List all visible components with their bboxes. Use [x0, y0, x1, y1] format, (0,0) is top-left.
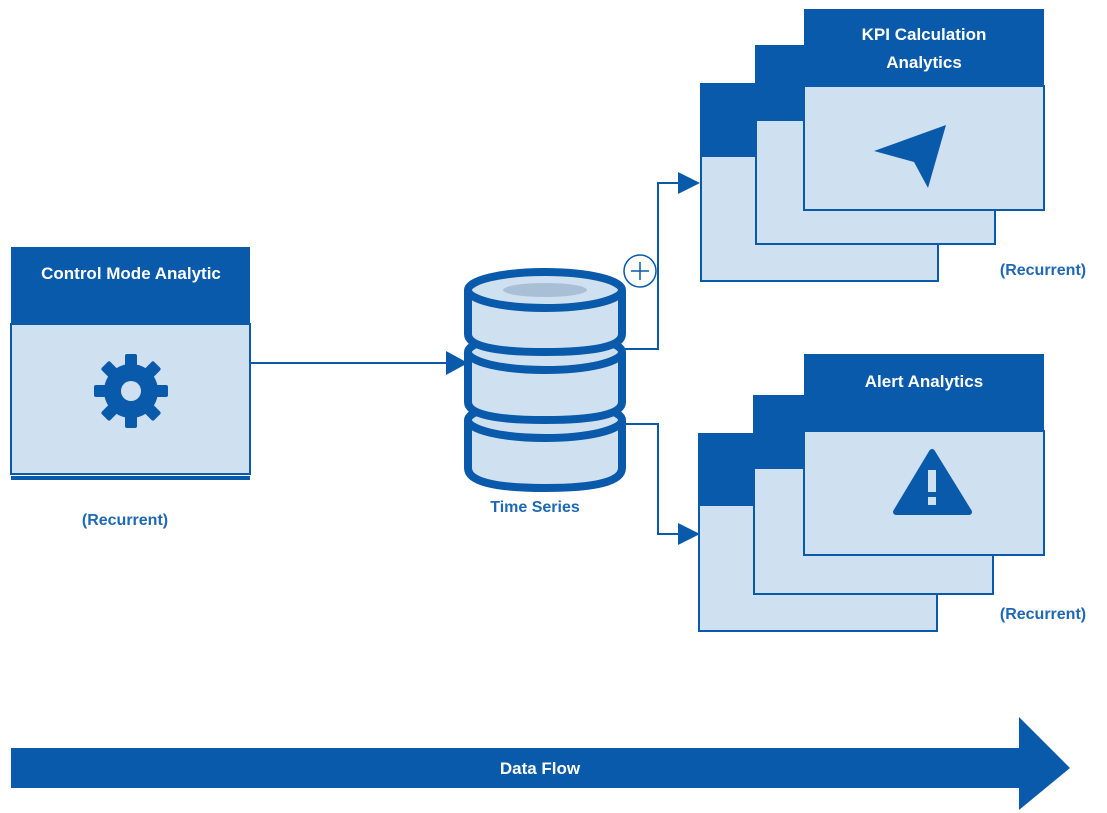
- alert-node-title: Alert Analytics: [865, 372, 983, 391]
- control-node-recurrent-note: (Recurrent): [82, 512, 168, 529]
- time-series-database: Time Series: [464, 268, 626, 516]
- arrowhead: [678, 172, 700, 194]
- kpi-node-title-line1: KPI Calculation: [862, 25, 987, 44]
- control-mode-analytic-node: Control Mode Analytic (Recurrent): [10, 247, 251, 529]
- warning-icon: [893, 449, 972, 515]
- alert-analytics-node: Alert Analytics (Recurrent): [698, 354, 1086, 632]
- database-top-highlight: [503, 283, 587, 297]
- connector-control-to-store: [250, 351, 468, 375]
- kpi-node-recurrent-note: (Recurrent): [1000, 262, 1086, 279]
- database-icon: [464, 268, 626, 493]
- control-node-title: Control Mode Analytic: [41, 264, 221, 283]
- control-node-header: [11, 247, 250, 324]
- send-icon: [874, 125, 946, 188]
- alert-card-front: [803, 354, 1045, 556]
- time-series-label: Time Series: [490, 499, 580, 516]
- kpi-analytics-node: KPI Calculation Analytics (Recurrent): [700, 9, 1086, 282]
- arrowhead: [678, 523, 700, 545]
- kpi-node-title-line2: Analytics: [886, 53, 962, 72]
- data-flow-label: Data Flow: [500, 759, 581, 778]
- merge-plus-icon: [623, 254, 657, 288]
- connector-store-to-alert: [622, 423, 700, 545]
- gear-icon: [94, 354, 168, 428]
- arrowhead: [446, 351, 468, 375]
- connector-store-to-kpi: [622, 172, 700, 350]
- data-flow-arrow: Data Flow: [11, 717, 1070, 810]
- kpi-card-front: [803, 9, 1045, 211]
- alert-node-recurrent-note: (Recurrent): [1000, 606, 1086, 623]
